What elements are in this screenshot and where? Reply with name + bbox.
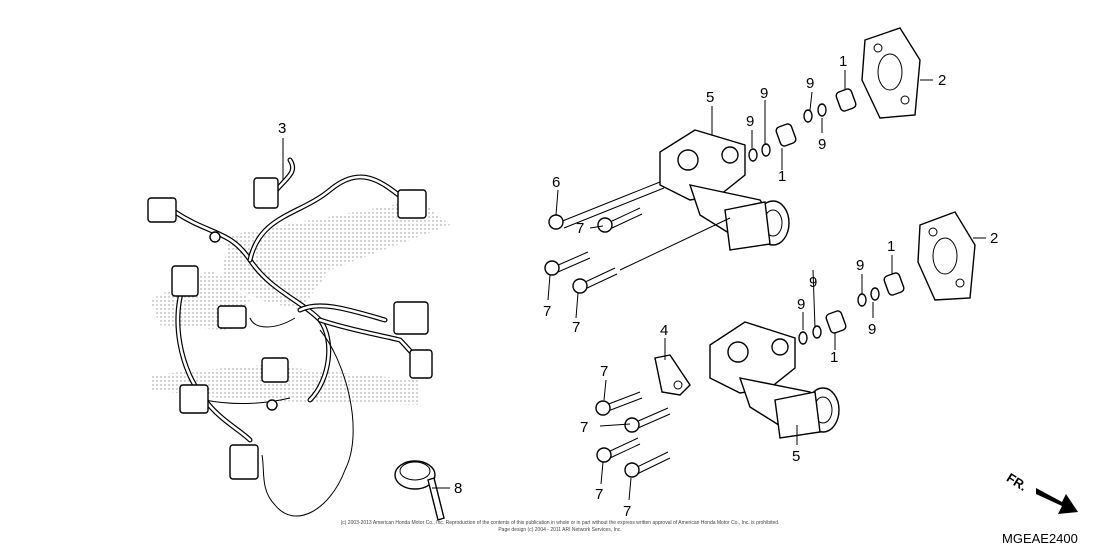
callout-1-a: 1	[839, 53, 847, 70]
callout-9-a: 9	[806, 75, 814, 92]
upper-gasket	[861, 27, 921, 119]
connector-f	[393, 301, 429, 335]
connector-g	[409, 349, 433, 379]
callouts: 3 5 6 7 7 7 1 2 9 9 9 9 1 1 2 9 9 9 9 1 …	[278, 53, 998, 520]
callout-9-d: 9	[818, 136, 826, 153]
callout-4: 4	[660, 322, 668, 339]
cable-band	[394, 460, 445, 521]
callout-7-c: 7	[572, 319, 580, 336]
diagram-code: MGEAE2400	[1002, 531, 1078, 546]
connector-b	[253, 177, 279, 209]
copyright-line-1: (c) 2003-2013 American Honda Motor Co., …	[340, 520, 780, 526]
callout-9-h: 9	[868, 321, 876, 338]
upper-bolts	[544, 181, 731, 294]
callout-7-d: 7	[600, 363, 608, 380]
connector-e	[217, 305, 247, 329]
leader-lines	[282, 70, 986, 501]
callout-9-g: 9	[797, 296, 805, 313]
callout-7-a: 7	[576, 220, 584, 237]
callout-9-e: 9	[856, 257, 864, 274]
connector-h	[261, 357, 289, 383]
callout-7-e: 7	[580, 419, 588, 436]
callout-8: 8	[454, 480, 462, 497]
callout-1-c: 1	[887, 238, 895, 255]
front-direction-arrow	[1036, 488, 1078, 514]
lower-gasket	[917, 211, 976, 301]
connector-d	[171, 265, 199, 297]
callout-9-f: 9	[809, 274, 817, 291]
callout-7-b: 7	[543, 303, 551, 320]
lower-plugs	[798, 272, 905, 345]
lower-bolts	[595, 391, 671, 478]
callout-9-b: 9	[760, 85, 768, 102]
copyright-line-2: Page design (c) 2004 - 2011 ARI Network …	[498, 527, 622, 533]
callout-9-c: 9	[746, 113, 754, 130]
callout-7-f: 7	[595, 486, 603, 503]
callout-5-lower: 5	[792, 448, 800, 465]
callout-1-b: 1	[778, 168, 786, 185]
connector-j	[229, 444, 259, 480]
callout-6: 6	[552, 174, 560, 191]
upper-plugs	[748, 88, 857, 162]
lower-solenoid-assembly	[654, 321, 840, 439]
connector-c	[397, 189, 427, 219]
upper-solenoid-assembly	[659, 129, 790, 251]
bracket	[654, 354, 691, 396]
callout-3: 3	[278, 120, 286, 137]
copyright-notice: (c) 2003-2013 American Honda Motor Co., …	[250, 520, 870, 534]
callout-7-g: 7	[623, 503, 631, 520]
connector-i	[179, 384, 209, 414]
callout-1-d: 1	[830, 349, 838, 366]
wire-harness	[147, 157, 450, 517]
callout-2-upper: 2	[938, 72, 946, 89]
callout-5-upper: 5	[706, 89, 714, 106]
connector-a	[147, 197, 177, 223]
callout-2-lower: 2	[990, 230, 998, 247]
